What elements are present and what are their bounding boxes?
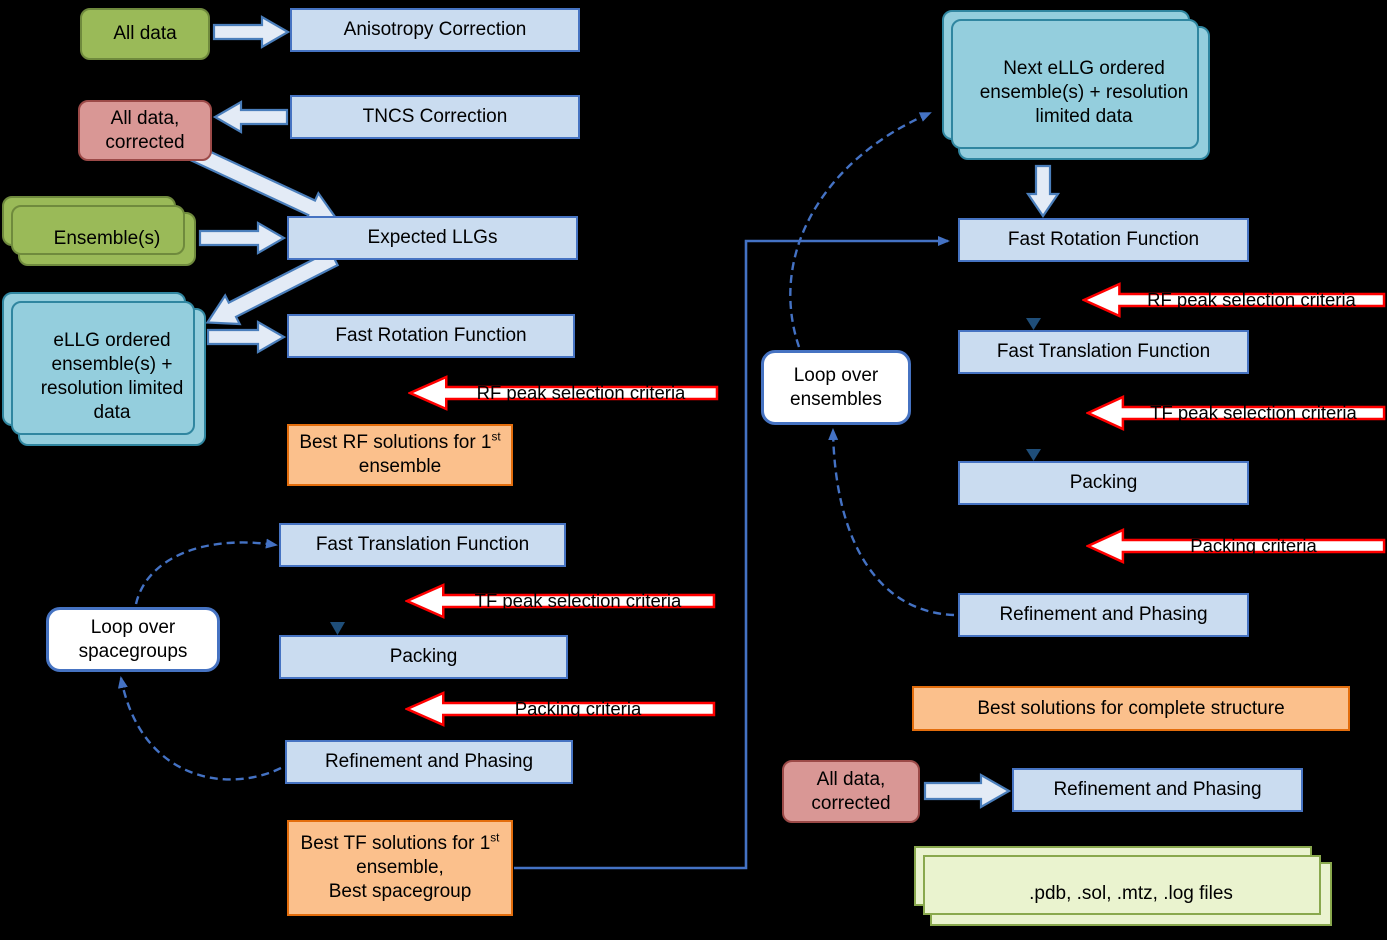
loop-over-spacegroups-label: Loop over spacegroups [78,616,188,662]
packing-criteria-left-label: Packing criteria [514,698,642,719]
fast-rotation-function-right-label: Fast Rotation Function [1007,229,1200,251]
left-pointing-arrow-icon [1086,527,1387,565]
step-connector-left-packing [330,622,345,635]
fast-translation-function-left-box: Fast Translation Function [279,523,566,567]
ellg-ordered-ensembles-label: eLLG ordered ensemble(s) + resolution li… [40,330,184,423]
refinement-phasing-right-label: Refinement and Phasing [999,604,1208,626]
left-pointing-arrow-icon [1086,394,1387,432]
left-pointing-arrow-icon [1082,281,1387,319]
tf-peak-criteria-right-arrow: TF peak selection criteria [1086,394,1387,432]
fast-translation-function-left-label: Fast Translation Function [315,534,530,556]
loop-over-ensembles-label: Loop over ensembles [790,364,882,410]
best-rf-solutions-label: Best RF solutions for 1st ensemble [295,431,505,479]
best-rf-superscript: st [491,430,501,444]
all-data-corrected-box: All data, corrected [78,100,212,161]
left-pointing-arrow-icon [405,690,717,728]
ellg-ordered-ensembles-box: eLLG ordered ensemble(s) + resolution li… [18,308,206,446]
tncs-correction-label: TNCS Correction [362,106,508,128]
next-ellg-ordered-ensembles-label: Next eLLG ordered ensemble(s) + resoluti… [979,58,1189,127]
loop-arc-refinement-to-spacegroups [117,676,282,781]
tf-peak-criteria-left-label: TF peak selection criteria [474,590,682,611]
tncs-correction-box: TNCS Correction [290,95,580,139]
refinement-phasing-right-box: Refinement and Phasing [958,593,1249,637]
tf-peak-criteria-left-arrow: TF peak selection criteria [405,582,717,620]
ensembles-label: Ensemble(s) [53,228,161,250]
packing-left-label: Packing [389,646,458,668]
all-data-box: All data [80,8,210,60]
left-pointing-arrow-icon [405,582,717,620]
packing-criteria-right-arrow: Packing criteria [1086,527,1387,565]
flow-arrow-alldata-to-anisotropy [212,15,291,49]
refinement-phasing-left-box: Refinement and Phasing [285,740,573,784]
rf-peak-criteria-left-arrow: RF peak selection criteria [408,374,720,412]
flow-arrow-ensembles-to-ellgs [198,221,287,255]
all-data-label: All data [113,23,177,45]
tf-peak-criteria-right-label: TF peak selection criteria [1150,402,1357,423]
packing-right-label: Packing [1069,472,1138,494]
best-tf-solutions-box: Best TF solutions for 1st ensemble, Best… [287,820,513,916]
best-rf-text: Best RF solutions for 1 [299,432,492,454]
step-connector-right-packing [1026,449,1041,461]
ensembles-box: Ensemble(s) [18,212,196,266]
anisotropy-correction-box: Anisotropy Correction [290,8,580,52]
connector-besttf-to-right-frf [514,236,950,870]
refinement-phasing-final-label: Refinement and Phasing [1053,779,1262,801]
packing-right-box: Packing [958,461,1249,505]
expected-llgs-box: Expected LLGs [287,216,578,260]
best-solutions-complete-structure-label: Best solutions for complete structure [977,697,1285,719]
flow-arrow-ordered-to-frf [206,320,287,354]
fast-rotation-function-left-box: Fast Rotation Function [287,314,575,358]
best-tf-text-post: ensemble, [356,857,444,879]
all-data-corrected-final-label: All data, corrected [811,768,891,814]
loop-arc-refinement-to-ensembles [828,428,955,617]
best-spacegroup-text: Best spacegroup [328,880,472,902]
rf-peak-criteria-right-label: RF peak selection criteria [1147,289,1356,310]
fast-translation-function-right-label: Fast Translation Function [996,341,1211,363]
all-data-corrected-label: All data, corrected [105,107,185,153]
refinement-phasing-left-label: Refinement and Phasing [324,751,534,773]
best-tf-text: Best TF solutions for 1 [300,833,491,855]
rf-peak-criteria-left-label: RF peak selection criteria [476,382,686,403]
flow-arrow-tncs-to-corrected [212,100,289,134]
best-tf-solutions-label: Best TF solutions for 1st ensemble, Best… [295,832,505,904]
packing-left-box: Packing [279,635,568,679]
next-ellg-ordered-ensembles-box: Next eLLG ordered ensemble(s) + resoluti… [958,26,1210,160]
best-rf-solutions-box: Best RF solutions for 1st ensemble [287,424,513,486]
output-files-label: .pdb, .sol, .mtz, .log files [1029,883,1233,905]
expected-llgs-label: Expected LLGs [367,227,498,249]
anisotropy-correction-label: Anisotropy Correction [343,19,527,41]
flow-arrow-nextellg-to-frf [1025,164,1061,218]
best-rf-text-post: ensemble [358,456,442,477]
output-files-box: .pdb, .sol, .mtz, .log files [930,862,1332,926]
flow-arrow-corrected-to-final-refinement [923,773,1012,809]
loop-arc-spacegroups-to-ftf [134,538,278,605]
loop-over-spacegroups-box: Loop over spacegroups [46,607,220,672]
packing-criteria-right-label: Packing criteria [1190,535,1317,556]
refinement-phasing-final-box: Refinement and Phasing [1012,768,1303,812]
left-pointing-arrow-icon [408,374,720,412]
all-data-corrected-final-box: All data, corrected [782,760,920,823]
rf-peak-criteria-right-arrow: RF peak selection criteria [1082,281,1387,319]
step-connector-right-ftf [1026,318,1041,330]
loop-over-ensembles-box: Loop over ensembles [761,350,911,425]
best-solutions-complete-structure-box: Best solutions for complete structure [912,686,1350,731]
fast-rotation-function-right-box: Fast Rotation Function [958,218,1249,262]
fast-rotation-function-left-label: Fast Rotation Function [335,325,527,347]
loop-arc-ensembles-to-nextellg [789,111,932,348]
best-tf-superscript: st [490,831,500,845]
packing-criteria-left-arrow: Packing criteria [405,690,717,728]
fast-translation-function-right-box: Fast Translation Function [958,330,1249,374]
